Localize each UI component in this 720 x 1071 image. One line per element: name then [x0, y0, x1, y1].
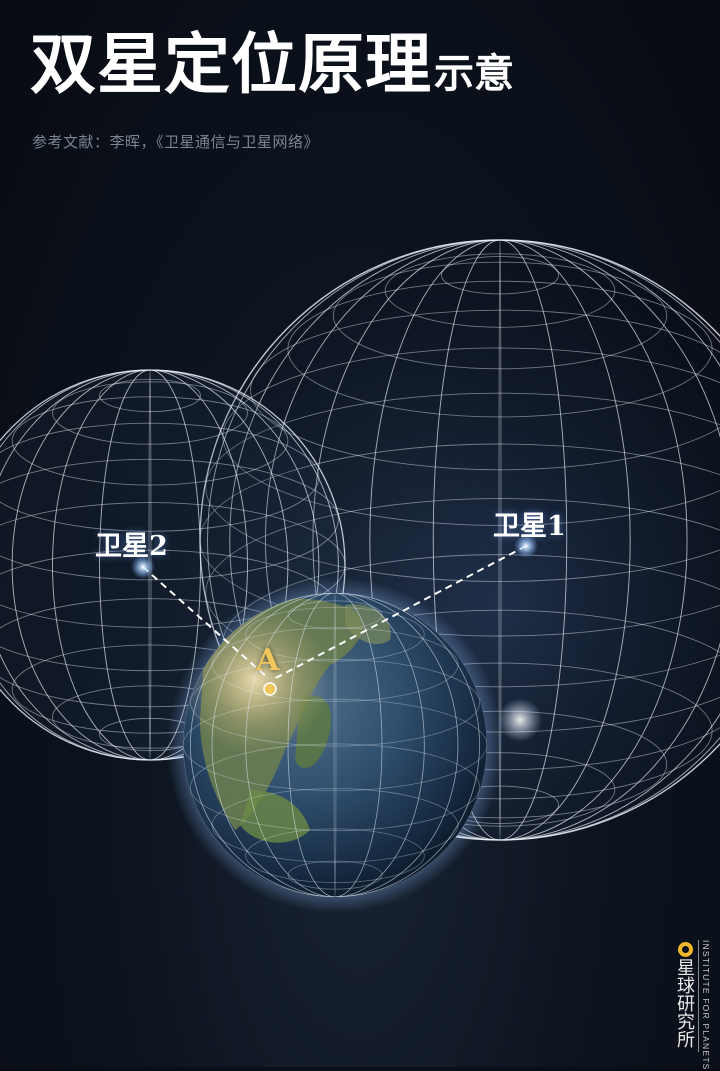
sphere-1-longitude-line — [432, 239, 568, 841]
reference-citation: 参考文献：李晖，《卫星通信与卫星网络》 — [32, 134, 320, 151]
sphere-1-latitude-line — [250, 309, 720, 471]
sphere-2-longitude-line — [0, 369, 320, 761]
point-a-marker — [263, 682, 277, 696]
sphere-2-longitude-line — [52, 369, 248, 761]
page-title: 双星定位原理示意 — [30, 32, 514, 98]
satellite-1-label: 卫星1 — [493, 511, 566, 542]
sphere-1-latitude-line — [441, 256, 559, 295]
signal-line-satellite-2 — [142, 566, 269, 679]
sphere-2-latitude-line — [0, 422, 320, 532]
sphere-1-latitude-line — [205, 392, 720, 582]
earth-longitude-line — [245, 593, 425, 897]
institute-logo: 星球研究所 INSTITUTE FOR PLANETS — [674, 938, 716, 1071]
sphere-1-longitude-line — [369, 239, 631, 841]
sphere-1-latitude-line — [384, 253, 616, 328]
satellite-1-marker — [514, 534, 538, 558]
earth-longitude-line — [287, 593, 383, 897]
sphere-2-longitude-line — [99, 369, 201, 761]
sphere-1-latitude-line — [222, 347, 720, 526]
sphere-2-latitude-line — [11, 396, 289, 486]
sphere-2-latitude-line — [0, 502, 346, 628]
sphere-2-longitude-line — [11, 369, 289, 761]
sphere-2-longitude-line — [0, 369, 339, 761]
earth-latitude-line — [287, 600, 383, 630]
sphere-2-longitude-line — [0, 369, 339, 761]
earth-latitude-line — [245, 828, 425, 883]
logo-mark-icon — [678, 942, 693, 957]
earth-longitude-line — [190, 593, 480, 897]
sphere-1-longitude-line — [229, 239, 720, 841]
sphere-1-latitude-line — [205, 498, 720, 688]
logo-name-cn: 星球研究所 — [674, 958, 695, 1048]
sphere-2-longitude-line — [11, 369, 289, 761]
satellite-2-marker — [131, 555, 155, 579]
earth-latitude-line — [190, 743, 480, 832]
logo-name-en: INSTITUTE FOR PLANETS — [698, 940, 711, 1071]
earth-latitude-line — [211, 627, 459, 702]
sphere-1-longitude-line — [229, 239, 720, 841]
earth-longitude-line — [287, 593, 383, 897]
earth-globe — [167, 577, 503, 913]
sphere-1-longitude-line — [207, 239, 720, 841]
sphere-1-longitude-line — [498, 239, 502, 841]
sphere-1-longitude-line — [199, 239, 720, 841]
earth-latitude-line — [287, 860, 383, 890]
sphere-2-longitude-line — [0, 369, 320, 761]
satellite-2-label: 卫星2 — [95, 531, 168, 562]
sphere-2-longitude-line — [0, 369, 346, 761]
earth-latitude-line — [211, 788, 459, 863]
sphere-1-latitude-line — [199, 443, 720, 637]
title-sub: 示意 — [434, 51, 514, 97]
sphere-1-latitude-line — [287, 280, 713, 418]
sphere-1-longitude-line — [265, 239, 720, 841]
earth-longitude-line — [211, 593, 459, 897]
sphere-1-longitude-line — [312, 239, 688, 841]
earth-longitude-line — [190, 593, 480, 897]
sphere-1-longitude-line — [312, 239, 688, 841]
sphere-2-latitude-line — [99, 378, 201, 413]
earth-longitude-line — [245, 593, 425, 897]
sphere-1-latitude-line — [332, 261, 668, 370]
sphere-1-longitude-line — [432, 239, 568, 841]
sphere-2-latitude-line — [52, 381, 248, 445]
sphere-2-longitude-line — [52, 369, 248, 761]
title-main: 双星定位原理 — [30, 26, 432, 103]
sphere-1-longitude-line — [207, 239, 720, 841]
earth-latitude-line — [245, 607, 425, 662]
point-a-label: A — [256, 643, 280, 678]
earth-latitude-line — [190, 658, 480, 747]
earth-longitude-line — [211, 593, 459, 897]
sphere-2-longitude-line — [99, 369, 201, 761]
sphere-2-latitude-line — [0, 458, 339, 581]
earth-latitude-line — [183, 699, 487, 792]
sphere-1-longitude-line — [369, 239, 631, 841]
earth-longitude-line — [333, 593, 337, 897]
sphere-1-longitude-line — [265, 239, 720, 841]
